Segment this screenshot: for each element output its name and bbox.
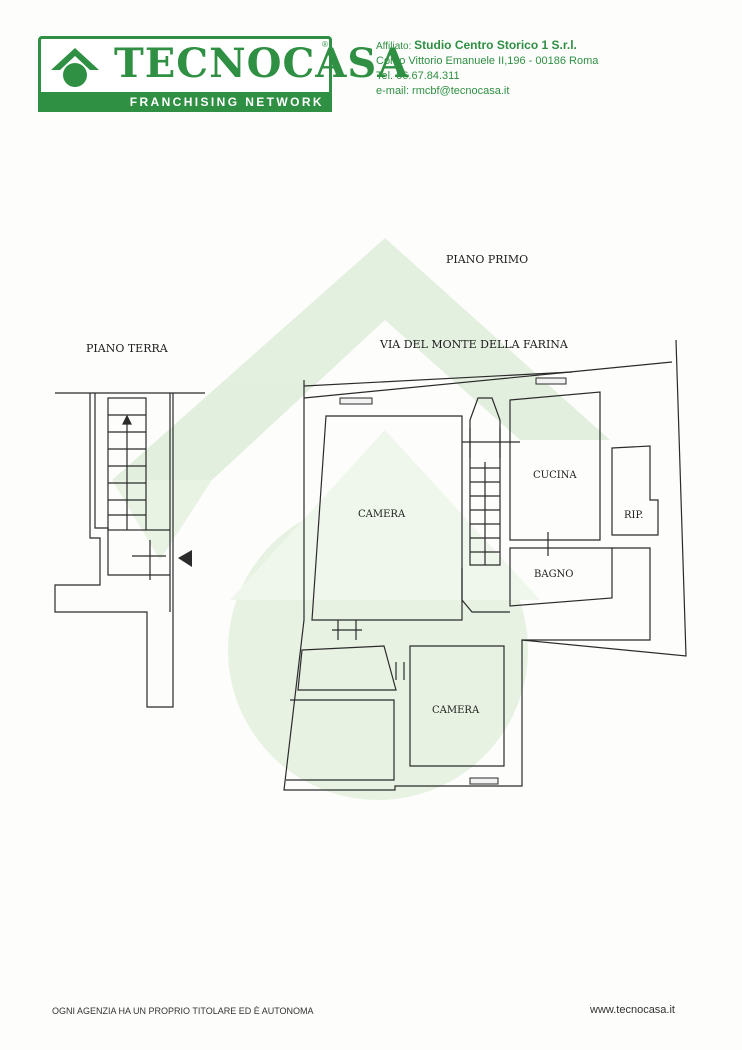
agency-phone: Tel. 06.67.84.311 [376,70,460,82]
agency-address: Corso Vittorio Emanuele II,196 - 00186 R… [376,55,599,67]
agency-prefix: Affiliato: [376,41,412,52]
footer-website-link[interactable]: www.tecnocasa.it [590,1004,675,1016]
first-floor-title: PIANO PRIMO [446,253,529,266]
logo-registered-mark: ® [322,40,328,49]
entrance-arrow-icon [178,550,192,567]
footer-disclaimer: OGNI AGENZIA HA UN PROPRIO TITOLARE ED È… [52,1006,314,1016]
room-label-cucina: CUCINA [533,470,577,481]
logo-wordmark: TECNOCASA [114,40,410,87]
logo-tagline: FRANCHISING NETWORK [38,92,332,112]
agency-info: Affiliato: Studio Centro Storico 1 S.r.l… [376,38,598,99]
agency-name: Studio Centro Storico 1 S.r.l. [414,38,577,52]
window-markers [339,377,567,785]
room-label-camera: CAMERA [358,509,406,520]
street-name: VIA DEL MONTE DELLA FARINA [380,338,568,351]
house-icon [46,42,104,90]
first-floor-plan [283,339,687,791]
room-label-camera-2: CAMERA [432,705,480,716]
ground-floor-plan [54,392,205,708]
tecnocasa-logo: TECNOCASA ® FRANCHISING NETWORK [38,36,408,112]
room-label-rip: RIP. [624,510,644,521]
agency-email: e-mail: rmcbf@tecnocasa.it [376,85,510,97]
ground-floor-title: PIANO TERRA [86,342,168,355]
room-label-bagno: BAGNO [534,569,574,580]
